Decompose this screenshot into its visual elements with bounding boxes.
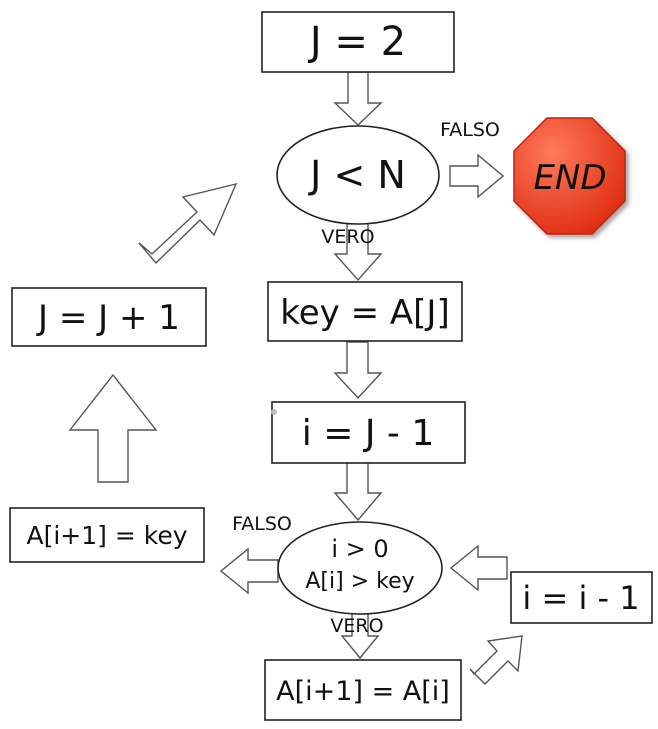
key-assign-label: key = A[J] — [280, 293, 449, 333]
arrow-key-to-iinit — [333, 341, 383, 400]
inner-condition-line1: i > 0 — [331, 535, 388, 563]
j-inc-label: J = J + 1 — [36, 298, 180, 338]
init-box — [261, 11, 455, 73]
arrow-shift-to-idec — [469, 635, 523, 685]
loop-condition-label: J < N — [308, 153, 406, 197]
i-dec-label: i = i - 1 — [522, 579, 639, 617]
end-stop-sign — [513, 117, 626, 235]
shift-box — [264, 659, 462, 721]
inner-true-label: VERO — [330, 615, 383, 637]
i-init-box — [271, 401, 466, 464]
i-dec-box — [510, 571, 653, 624]
arrow-iinit-to-inner — [333, 461, 383, 522]
arrow-init-to-cond — [333, 71, 383, 126]
shift-label: A[i+1] = A[i] — [276, 676, 450, 707]
loop-condition-ellipse — [276, 125, 440, 225]
key-assign-box — [267, 281, 463, 342]
arrow-cond-to-end — [449, 153, 505, 199]
arrow-jinc-to-cond — [138, 182, 238, 265]
j-inc-box — [11, 287, 207, 347]
arrow-inner-to-insert — [219, 547, 279, 595]
insert-label: A[i+1] = key — [26, 521, 187, 550]
i-init-label: i = J - 1 — [302, 413, 434, 454]
inner-false-label: FALSO — [232, 513, 292, 535]
loop-true-label: VERO — [321, 226, 374, 248]
end-label: END — [533, 158, 606, 198]
insert-box — [9, 507, 205, 563]
arrow-inner-to-shift — [340, 611, 380, 660]
arrow-cond-to-key — [333, 221, 383, 282]
loop-false-label: FALSO — [440, 119, 500, 141]
arrow-idec-to-inner — [449, 544, 508, 592]
connector-dot — [271, 409, 277, 415]
init-label: J = 2 — [307, 19, 406, 65]
arrow-insert-to-jinc — [68, 373, 158, 483]
inner-condition-line2: A[i] > key — [305, 569, 414, 594]
inner-condition-ellipse — [277, 521, 443, 615]
